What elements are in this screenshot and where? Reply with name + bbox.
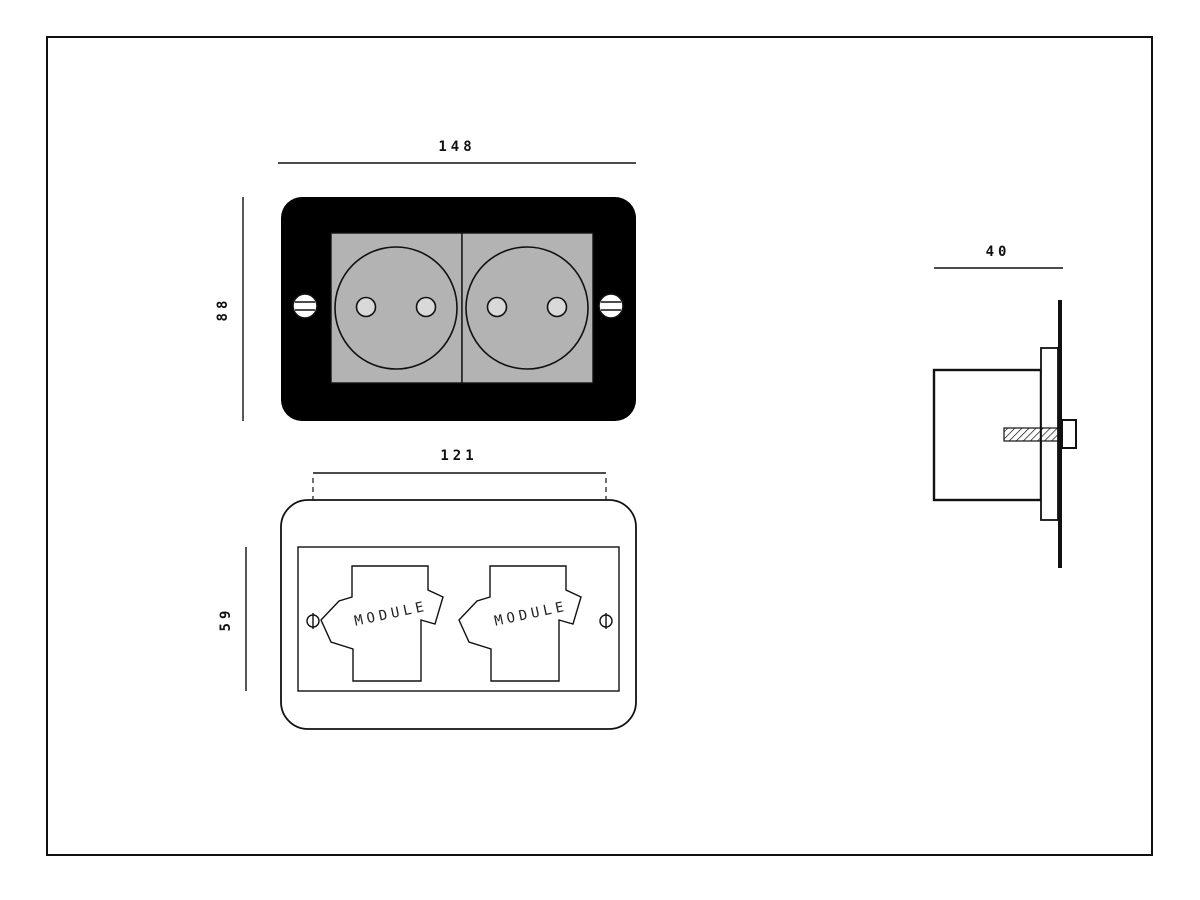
mounting-hole-left-icon xyxy=(306,613,320,629)
back-inner-frame xyxy=(297,546,620,692)
module-cutout-left xyxy=(320,565,444,682)
back-plate-outline xyxy=(280,499,637,730)
module-cutout-right xyxy=(458,565,582,682)
side-depth-dimension-label: 40 xyxy=(986,244,1011,260)
side-screw-head-icon xyxy=(1061,419,1077,449)
pin-hole-left-a xyxy=(355,296,377,318)
side-view: 40 xyxy=(932,244,1077,568)
front-width-dimension-label: 148 xyxy=(438,139,475,155)
pin-hole-right-b xyxy=(546,296,568,318)
fixing-screw-left-icon xyxy=(292,293,318,319)
fixing-screw-right-icon xyxy=(598,293,624,319)
pin-hole-right-a xyxy=(486,296,508,318)
pin-hole-left-b xyxy=(415,296,437,318)
socket-recess-left xyxy=(334,246,458,370)
back-hole-spacing-dimension-label: 121 xyxy=(440,448,477,464)
front-height-dimension-label: 88 xyxy=(215,297,231,322)
socket-recess-right xyxy=(465,246,589,370)
sheet-border xyxy=(46,36,1153,856)
back-view: 121 59 MODULE MODULE xyxy=(218,448,637,730)
side-screw-shaft-icon xyxy=(1003,427,1063,442)
back-height-dimension-label: 59 xyxy=(218,607,234,632)
front-view: 148 88 xyxy=(215,139,636,421)
mounting-hole-right-icon xyxy=(599,613,613,629)
